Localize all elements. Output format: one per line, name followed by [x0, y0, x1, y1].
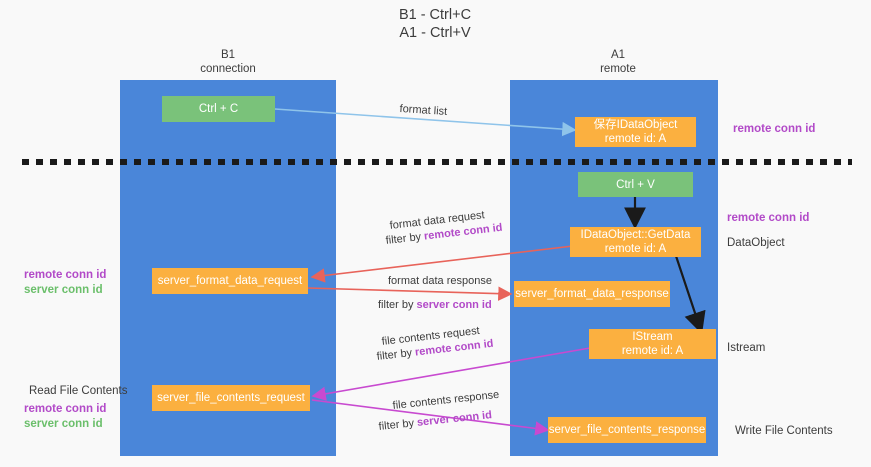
node-server-file-contents-response[interactable]: server_file_contents_response	[548, 417, 706, 443]
left-label-conn-ids-format: remote conn id server conn id	[24, 268, 106, 298]
right-label-dataobject: DataObject	[727, 237, 785, 249]
node-server-file-contents-request[interactable]: server_file_contents_request	[152, 385, 310, 411]
filter-value-server-conn-id: server conn id	[416, 299, 492, 311]
left-label-remote-conn-id-2: remote conn id	[24, 403, 107, 415]
edge-label-format-data-response: format data response	[388, 275, 492, 287]
right-label-write-file-contents: Write File Contents	[735, 425, 833, 437]
edge-label-format-data-response-filter: filter by server conn id	[378, 298, 492, 312]
filter-prefix: filter by	[376, 346, 416, 363]
left-label-server-conn-id-2: server conn id	[24, 418, 103, 430]
node-ctrl-c[interactable]: Ctrl + C	[162, 96, 275, 122]
filter-value-server-conn-id: server conn id	[416, 409, 493, 429]
right-label-remote-conn-id-top: remote conn id	[733, 123, 816, 135]
right-label-remote-conn-id-mid: remote conn id	[727, 212, 810, 224]
right-label-istream: Istream	[727, 342, 766, 354]
node-server-format-data-request[interactable]: server_format_data_request	[152, 268, 308, 294]
node-ctrl-v[interactable]: Ctrl + V	[578, 172, 693, 197]
filter-prefix: filter by	[378, 416, 418, 433]
left-label-read-file-contents: Read File Contents	[29, 385, 128, 397]
filter-prefix: filter by	[385, 230, 425, 247]
left-label-remote-conn-id: remote conn id	[24, 269, 107, 281]
arrow-format-data-response	[307, 286, 513, 301]
filter-prefix: filter by	[378, 299, 417, 311]
edge-label-format-list: format list	[399, 102, 448, 118]
node-server-format-data-response[interactable]: server_format_data_response	[514, 281, 670, 307]
left-label-server-conn-id: server conn id	[24, 284, 103, 296]
left-label-conn-ids-file: remote conn id server conn id	[24, 402, 106, 432]
